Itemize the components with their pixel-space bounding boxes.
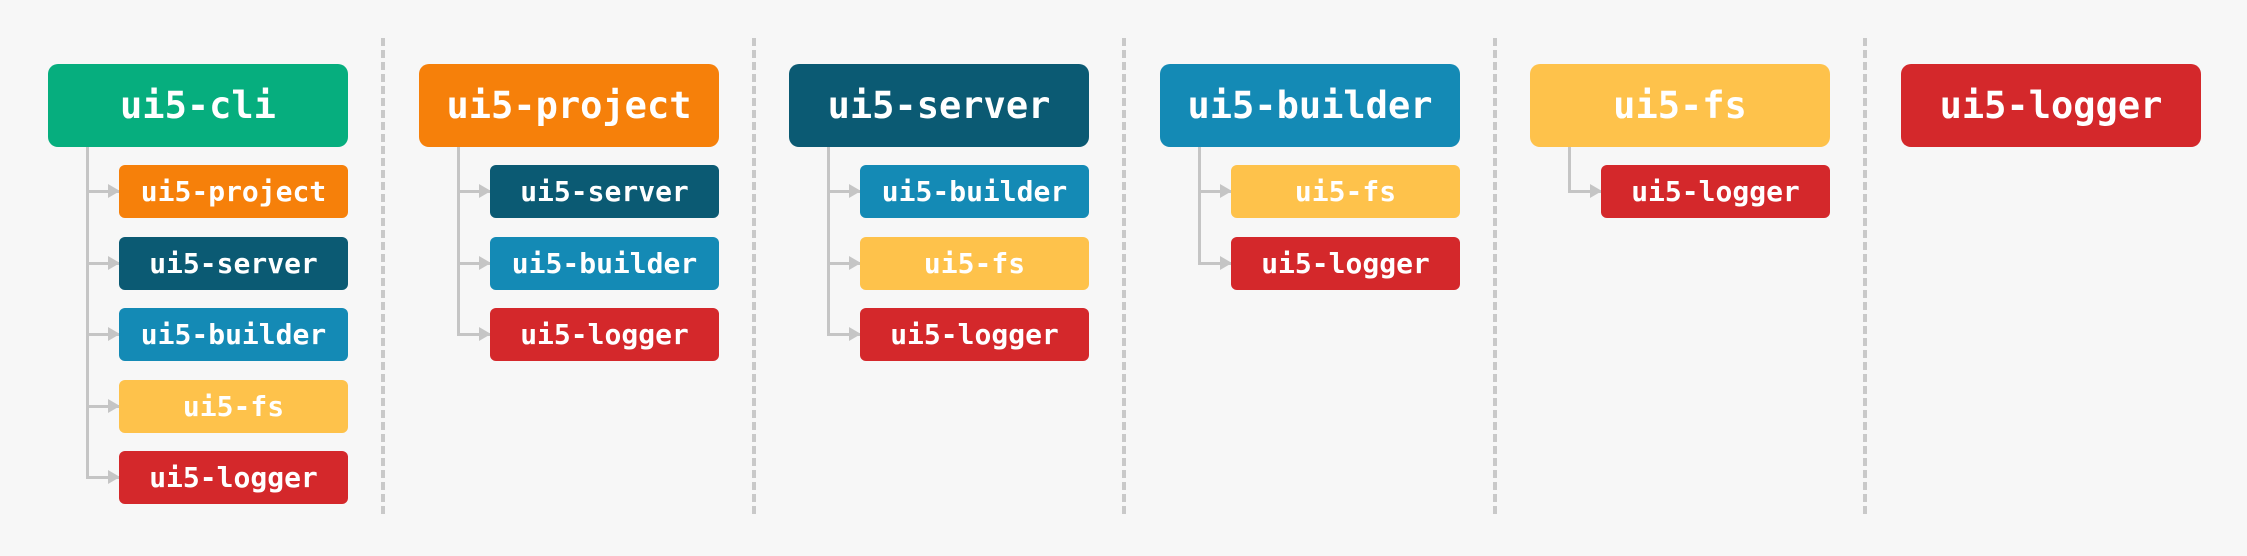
dependency-arrow <box>1198 184 1232 198</box>
column-divider <box>381 38 385 514</box>
dependency-box-ui5-server: ui5-server <box>490 165 719 218</box>
dependency-box-ui5-fs: ui5-fs <box>119 379 348 433</box>
dependency-connector-line <box>827 147 830 336</box>
dependency-arrow <box>457 184 491 198</box>
dependency-arrow <box>827 327 861 341</box>
dependency-arrow <box>827 184 861 198</box>
dependency-connector-line <box>1198 147 1201 265</box>
dependency-box-ui5-logger: ui5-logger <box>1231 236 1460 290</box>
dependency-arrow <box>1568 184 1602 198</box>
module-box-ui5-builder: ui5-builder <box>1160 64 1460 147</box>
dependency-arrow <box>86 327 120 341</box>
column-divider <box>1122 38 1126 514</box>
dependency-connector-line <box>1568 147 1571 193</box>
dependency-connector-line <box>457 147 460 336</box>
module-column-ui5-logger: ui5-logger <box>1901 0 2201 556</box>
dependency-box-ui5-logger: ui5-logger <box>490 308 719 361</box>
module-column-ui5-server: ui5-server ui5-builder ui5-fs ui5-logger <box>789 0 1089 556</box>
dependency-box-ui5-logger: ui5-logger <box>1601 165 1830 218</box>
module-box-ui5-server: ui5-server <box>789 64 1089 147</box>
module-box-ui5-logger: ui5-logger <box>1901 64 2201 147</box>
dependency-arrow <box>86 398 120 413</box>
module-column-ui5-cli: ui5-cli ui5-project ui5-server ui5-builder u… <box>48 0 348 556</box>
module-box-ui5-cli: ui5-cli <box>48 64 348 147</box>
module-column-ui5-project: ui5-project ui5-server ui5-builder ui5-logg… <box>419 0 719 556</box>
dependency-box-ui5-logger: ui5-logger <box>860 308 1089 361</box>
module-box-ui5-fs: ui5-fs <box>1530 64 1830 147</box>
dependency-arrow <box>827 255 861 270</box>
dependency-arrow <box>1198 255 1232 270</box>
dependency-box-ui5-project: ui5-project <box>119 165 348 218</box>
column-divider <box>752 38 756 514</box>
dependency-box-ui5-fs: ui5-fs <box>860 236 1089 290</box>
dependency-box-ui5-builder: ui5-builder <box>119 308 348 361</box>
dependency-box-ui5-server: ui5-server <box>119 236 348 290</box>
dependency-arrow <box>457 327 491 341</box>
dependency-box-ui5-builder: ui5-builder <box>490 236 719 290</box>
dependency-box-ui5-fs: ui5-fs <box>1231 165 1460 218</box>
column-divider <box>1863 38 1867 514</box>
dependency-box-ui5-builder: ui5-builder <box>860 165 1089 218</box>
dependency-arrow <box>86 470 120 484</box>
dependency-connector-line <box>86 147 89 479</box>
module-column-ui5-builder: ui5-builder ui5-fs ui5-logger <box>1160 0 1460 556</box>
module-column-ui5-fs: ui5-fs ui5-logger <box>1530 0 1830 556</box>
column-divider <box>1493 38 1497 514</box>
module-box-ui5-project: ui5-project <box>419 64 719 147</box>
dependency-arrow <box>457 255 491 270</box>
dependency-arrow <box>86 255 120 270</box>
dependency-box-ui5-logger: ui5-logger <box>119 451 348 504</box>
dependency-arrow <box>86 184 120 198</box>
